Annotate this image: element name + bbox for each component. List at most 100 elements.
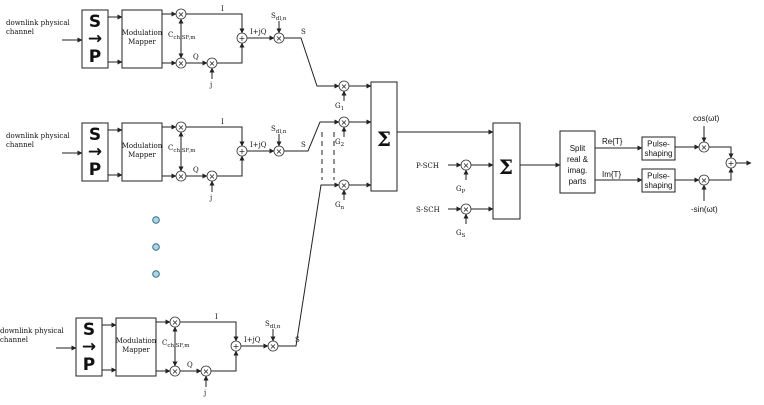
pulse-shaping-1 <box>641 136 676 161</box>
sp-s: S <box>89 125 101 145</box>
scrambling-multiplier-symbol: × <box>276 147 283 156</box>
gain-multiplier-2: × <box>338 116 350 128</box>
mapper-label: Mapper <box>128 38 156 46</box>
channelisation-code: Cch,SF,m <box>168 144 196 154</box>
j-multiplier-symbol: × <box>203 367 210 376</box>
i-to-adder <box>186 126 245 147</box>
sp-converter <box>75 317 103 377</box>
sync-channel-label: S-SCH <box>416 206 440 214</box>
pulse-label: Pulse- <box>647 172 670 181</box>
jq-to-adder <box>217 42 245 64</box>
label-main: G <box>335 138 341 146</box>
i-label: I <box>221 5 224 13</box>
j-multiplier-symbol: × <box>209 59 216 68</box>
split-real-imag <box>559 130 596 194</box>
label-main: C <box>168 31 173 39</box>
pulse-label: shaping <box>644 181 672 190</box>
input-label: downlink physical <box>6 19 71 27</box>
scrambling-multiplier-symbol: × <box>276 34 283 43</box>
sync-gain-label: GP <box>456 185 466 195</box>
s-label: S <box>301 141 306 149</box>
j-multiplier: × <box>206 170 218 182</box>
iq-adder: + <box>236 145 248 157</box>
i-multiplier: × <box>169 316 181 328</box>
label-subscript: 1 <box>341 106 345 112</box>
split-label: imag. <box>568 166 588 175</box>
mapper-label: Mapper <box>122 346 150 354</box>
q-multiplier-symbol: × <box>178 172 185 181</box>
label-main: C <box>168 144 173 152</box>
i-multiplier: × <box>175 121 187 133</box>
channel2-to-gain <box>296 119 340 152</box>
scrambling-multiplier: × <box>273 32 285 44</box>
sp-s: S <box>89 12 101 32</box>
mapper-label: Modulation <box>116 337 157 345</box>
j-multiplier: × <box>200 365 212 377</box>
q-label: Q <box>187 361 193 369</box>
j-label: j <box>203 389 206 397</box>
label-subscript: dl,n <box>270 324 281 330</box>
sigma-1: Σ <box>377 127 391 151</box>
sp-arrow: → <box>82 337 96 357</box>
sin-mixer-symbol: × <box>701 176 708 185</box>
label-subscript: n <box>341 205 345 211</box>
label-main: G <box>335 201 341 209</box>
sp-arrow: → <box>88 29 102 49</box>
modulation-mapper <box>121 122 163 182</box>
iq-adder: + <box>230 340 242 352</box>
cos-to-adder <box>709 146 734 159</box>
im-label: Im{T} <box>602 170 621 179</box>
label-subscript: ch,SF,m <box>167 343 190 349</box>
gain-label: G2 <box>335 138 344 148</box>
q-multiplier: × <box>175 57 187 69</box>
iq-adder-symbol: + <box>239 34 246 43</box>
mapper-label: Modulation <box>122 142 163 150</box>
mapper-label: Modulation <box>122 29 163 37</box>
sin-mixer: × <box>698 174 710 186</box>
cos-mixer: × <box>698 141 710 153</box>
label-main: G <box>456 229 462 237</box>
gain-multiplier-3-symbol: × <box>341 181 348 190</box>
sp-s: S <box>83 320 95 340</box>
channelisation-code: Cch,SF,m <box>162 339 190 349</box>
continuation-dot <box>152 270 160 278</box>
label-main: G <box>456 185 462 193</box>
continuation-dot <box>152 243 160 251</box>
label-subscript: 2 <box>341 142 345 148</box>
label-subscript: dl,n <box>276 16 287 22</box>
i-multiplier: × <box>175 8 187 20</box>
s-label: S <box>295 336 300 344</box>
sp-p: P <box>89 160 101 180</box>
i-multiplier-symbol: × <box>178 10 185 19</box>
sp-converter <box>81 122 109 182</box>
split-label: Split <box>570 144 586 153</box>
q-label: Q <box>193 53 199 61</box>
q-multiplier-symbol: × <box>172 367 179 376</box>
iq-adder: + <box>236 32 248 44</box>
jq-to-adder <box>217 155 245 177</box>
label-main: S <box>265 320 270 328</box>
sp-converter <box>81 9 109 69</box>
split-label: parts <box>569 177 587 186</box>
q-label: Q <box>193 166 199 174</box>
scrambling-code: Sdl,n <box>271 12 287 22</box>
iq-label: I+jQ <box>244 336 261 344</box>
i-multiplier-symbol: × <box>172 318 179 327</box>
q-multiplier: × <box>169 365 181 377</box>
channelisation-code: Cch,SF,m <box>168 31 196 41</box>
gain-multiplier-2-symbol: × <box>341 118 348 127</box>
iq-adder-symbol: + <box>233 342 240 351</box>
label-subscript: ch,SF,m <box>173 148 196 154</box>
i-to-adder <box>180 321 239 342</box>
continuation-dot <box>152 216 160 224</box>
j-label: j <box>209 194 212 202</box>
mapper-label: Mapper <box>128 151 156 159</box>
final-adder-symbol: + <box>728 159 735 168</box>
label-main: G <box>335 102 341 110</box>
iq-label: I+jQ <box>250 141 267 149</box>
sp-p: P <box>83 355 95 375</box>
